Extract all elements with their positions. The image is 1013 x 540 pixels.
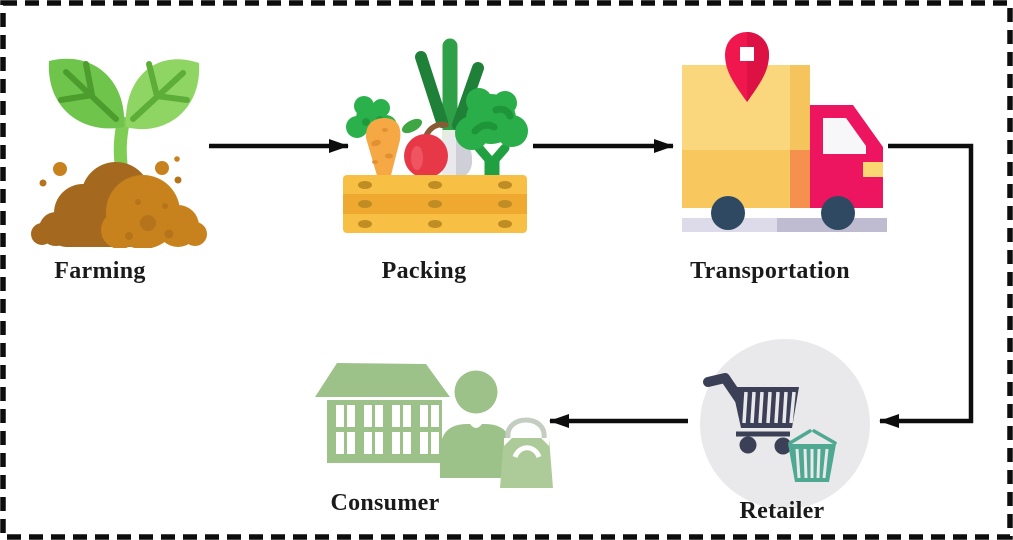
delivery-truck-location-pin-icon bbox=[682, 31, 887, 232]
stage-farming: Farming bbox=[10, 30, 207, 295]
retailer-label: Retailer bbox=[739, 498, 825, 524]
transportation-label: Transportation bbox=[690, 258, 850, 284]
stage-transportation: Transportation bbox=[672, 24, 892, 290]
arrow-transportation-to-retailer bbox=[879, 143, 974, 428]
stage-retailer: Retailer bbox=[690, 338, 880, 530]
stage-consumer: Consumer bbox=[300, 354, 560, 522]
stage-packing: Packing bbox=[325, 28, 540, 290]
vegetable-crate-icon bbox=[343, 38, 528, 233]
shopping-cart-and-basket-icon bbox=[700, 339, 870, 509]
seedling-in-soil-icon bbox=[31, 58, 207, 248]
packing-label: Packing bbox=[381, 258, 467, 284]
farming-label: Farming bbox=[54, 258, 146, 284]
consumer-label: Consumer bbox=[330, 490, 440, 516]
house-person-shopping-bag-icon bbox=[315, 363, 553, 488]
